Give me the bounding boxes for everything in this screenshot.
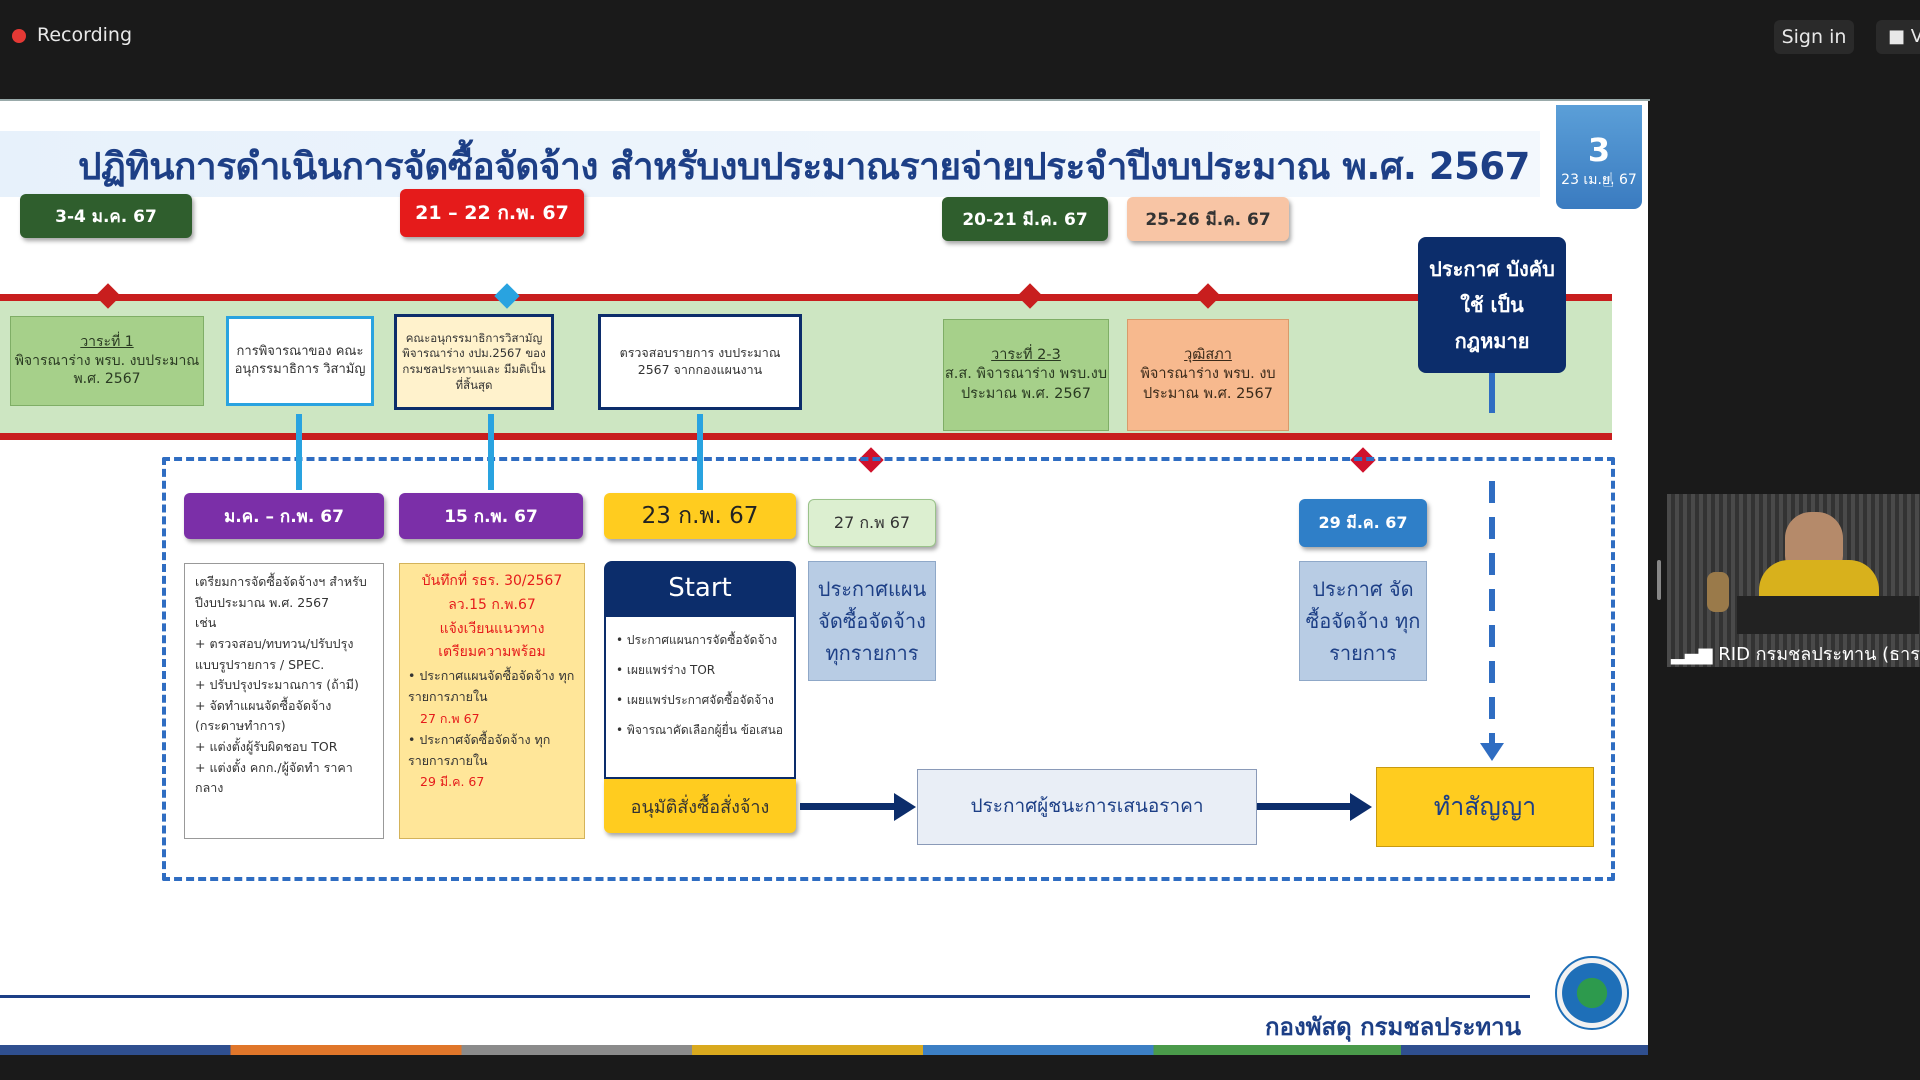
memo-bullet-date: 27 ก.พ 67 [420,710,480,726]
trophy-icon [1707,572,1729,612]
start-list: • ประกาศแผนการจัดซื้อจัดจ้าง • เผยแพร่ร่… [604,615,796,779]
arrow-connector [697,414,703,490]
prep-line: + แต่งตั้งผู้รับผิดชอบ TOR [195,739,338,754]
shared-slide: ปฏิทินการดำเนินการจัดซื้อจัดจ้าง สำหรับง… [0,101,1648,1055]
prep-line: + จัดทำแผนจัดซื้อจัดจ้าง [195,697,332,713]
box-reading-2-3-text: ส.ส. พิจารณาร่าง พรบ.งบประมาณ พ.ศ. 2567 [944,366,1108,402]
box-subcommittee: คณะอนุกรรมาธิการวิสามัญ พิจารณาร่าง งปม.… [394,314,554,410]
prep-line: + ตรวจสอบ/ทบทวน/ปรับปรุง [195,635,354,651]
arrow-head-icon [1480,743,1504,761]
box-law-enforced: ประกาศ บังคับใช้ เป็นกฎหมาย [1418,237,1566,373]
memo-head: บันทึกที่ รธร. 30/2567 [421,573,563,589]
participant-name-label: ▂▄▆ RID กรมชลประทาน (ธารทิ [1671,639,1920,668]
dashed-arrow-connector [1489,481,1495,827]
timeline-line-bottom [0,433,1612,440]
date-label-mar25: 25-26 มี.ค. 67 [1127,197,1289,241]
procure-announce-box: ประกาศ จัดซื้อจัดจ้าง ทุกรายการ [1299,561,1427,681]
prep-list: เตรียมการจัดซื้อจัดจ้างฯ สำหรับ ปีงบประม… [184,563,384,839]
memo-box: บันทึกที่ รธร. 30/2567 ลว.15 ก.พ.67 แจ้ง… [399,563,585,839]
process-frame [162,457,1615,881]
view-options-button[interactable]: ■ V [1876,20,1920,54]
memo-bullet: • ประกาศจัดซื้อจัดจ้าง ทุกรายการภายใน [408,731,551,769]
start-item-text: พิจารณาคัดเลือกผู้ยื่น ข้อเสนอ [626,723,783,737]
recording-label: Recording [37,24,133,46]
prep-line: เตรียมการจัดซื้อจัดจ้างฯ สำหรับ [195,574,367,589]
participant-video-tile[interactable] [1667,494,1920,667]
start-item-text: ประกาศแผนการจัดซื้อจัดจ้าง [626,633,778,647]
start-item-text: เผยแพร่ประกาศจัดซื้อจัดจ้าง [626,693,774,707]
memo-bullet-text: ประกาศแผนจัดซื้อจัดจ้าง ทุกรายการภายใน [408,668,575,705]
date-label-mar20: 20-21 มี.ค. 67 [942,197,1108,241]
flow-arrow-line [1257,803,1357,810]
connector-line [1489,373,1495,413]
box-reading-2-3-title: วาระที่ 2-3 [991,346,1061,363]
approve-box: อนุมัติสั่งซื้อสั่งจ้าง [604,779,796,833]
slide-title: ปฏิทินการดำเนินการจัดซื้อจัดจ้าง สำหรับง… [78,145,1530,188]
start-item: • เผยแพร่ร่าง TOR [616,663,716,677]
hand-cursor-icon: ☝ [1602,168,1615,192]
memo-bullet-text: ประกาศจัดซื้อจัดจ้าง ทุกรายการภายใน [408,731,551,769]
arrow-connector [296,414,302,490]
prep-line: แบบรูปรายการ / SPEC. [195,656,325,672]
box-reading-1-title: วาระที่ 1 [80,333,134,350]
page-badge [1556,105,1642,209]
prep-line: เช่น [195,615,217,631]
memo-bullet: • ประกาศแผนจัดซื้อจัดจ้าง ทุกรายการภายใน [408,668,575,705]
title-bar [0,131,1540,197]
winner-announce-box: ประกาศผู้ชนะการเสนอราคา [917,769,1257,845]
box-reading-1: วาระที่ 1 พิจารณาร่าง พรบ. งบประมาณ พ.ศ.… [10,316,204,406]
plan-announce-box: ประกาศแผน จัดซื้อจัดจ้าง ทุกรายการ [808,561,936,681]
start-item: • พิจารณาคัดเลือกผู้ยื่น ข้อเสนอ [616,723,783,737]
box-senate-text: พิจารณาร่าง พรบ. งบประมาณ พ.ศ. 2567 [1140,366,1276,402]
box-reading-1-text: พิจารณาร่าง พรบ. งบประมาณ พ.ศ. 2567 [14,352,200,388]
date-label-jan-feb: ม.ค. – ก.พ. 67 [184,493,384,539]
box-budget-check: ตรวจสอบรายการ งบประมาณ 2567 จากกองแผนงาน [598,314,802,410]
date-label-jan: 3-4 ม.ค. 67 [20,194,192,238]
recording-dot-icon [12,29,26,43]
prep-line: (กระดาษทำการ) [195,718,286,734]
slide-frame [0,99,1650,101]
box-senate-title: วุฒิสภา [1184,346,1232,363]
box-senate: วุฒิสภา พิจารณาร่าง พรบ. งบประมาณ พ.ศ. 2… [1127,319,1289,431]
participant-name: RID กรมชลประทาน (ธารทิ [1718,644,1920,665]
memo-bullet-date: 29 มี.ค. 67 [420,774,485,790]
start-item: • เผยแพร่ประกาศจัดซื้อจัดจ้าง [616,693,774,707]
start-item: • ประกาศแผนการจัดซื้อจัดจ้าง [616,633,778,647]
date-label-feb15: 15 ก.พ. 67 [399,493,583,539]
start-item-text: เผยแพร่ร่าง TOR [626,663,716,677]
contract-box: ทำสัญญา [1376,767,1594,847]
sign-in-button[interactable]: Sign in [1774,20,1854,54]
date-label-mar29: 29 มี.ค. 67 [1299,499,1427,547]
timeline-line-top [0,294,1612,301]
box-committee: การพิจารณาของ คณะอนุกรรมาธิการ วิสามัญ [226,316,374,406]
box-reading-2-3: วาระที่ 2-3 ส.ส. พิจารณาร่าง พรบ.งบประมา… [943,319,1109,431]
meeting-top-bar [0,0,1920,70]
prep-line: + แต่งตั้ง คกก./ผู้จัดทำ ราคา [195,759,353,775]
panel-resize-handle[interactable] [1657,560,1661,600]
page-date: 23 เม.ย. 67 [1561,172,1637,188]
memo-date: ลว.15 ก.พ.67 [448,596,536,613]
flow-arrow-line [800,803,900,810]
signal-bars-icon: ▂▄▆ [1671,644,1713,665]
footer-org: กองพัสดุ กรมชลประทาน [1265,1013,1522,1041]
page-number: 3 [1587,131,1611,169]
desk [1737,596,1919,634]
prep-line: + ปรับปรุงประมาณการ (ถ้ามี) [195,677,359,693]
date-label-feb27: 27 ก.พ 67 [808,499,936,547]
color-stripe [0,1045,1648,1055]
date-label-feb23: 23 ก.พ. 67 [604,493,796,539]
rid-logo [1555,956,1629,1030]
memo-line: แจ้งเวียนแนวทาง [439,620,545,637]
start-header: Start [604,561,796,615]
memo-line: เตรียมความพร้อม [438,644,546,661]
footer-line [0,995,1530,998]
date-label-feb: 21 – 22 ก.พ. 67 [400,189,584,237]
prep-line: ปีงบประมาณ พ.ศ. 2567 [195,594,330,610]
arrow-connector [488,414,494,490]
arrow-right-icon [1350,793,1372,821]
prep-line: กลาง [195,780,224,796]
arrow-right-icon [894,793,916,821]
